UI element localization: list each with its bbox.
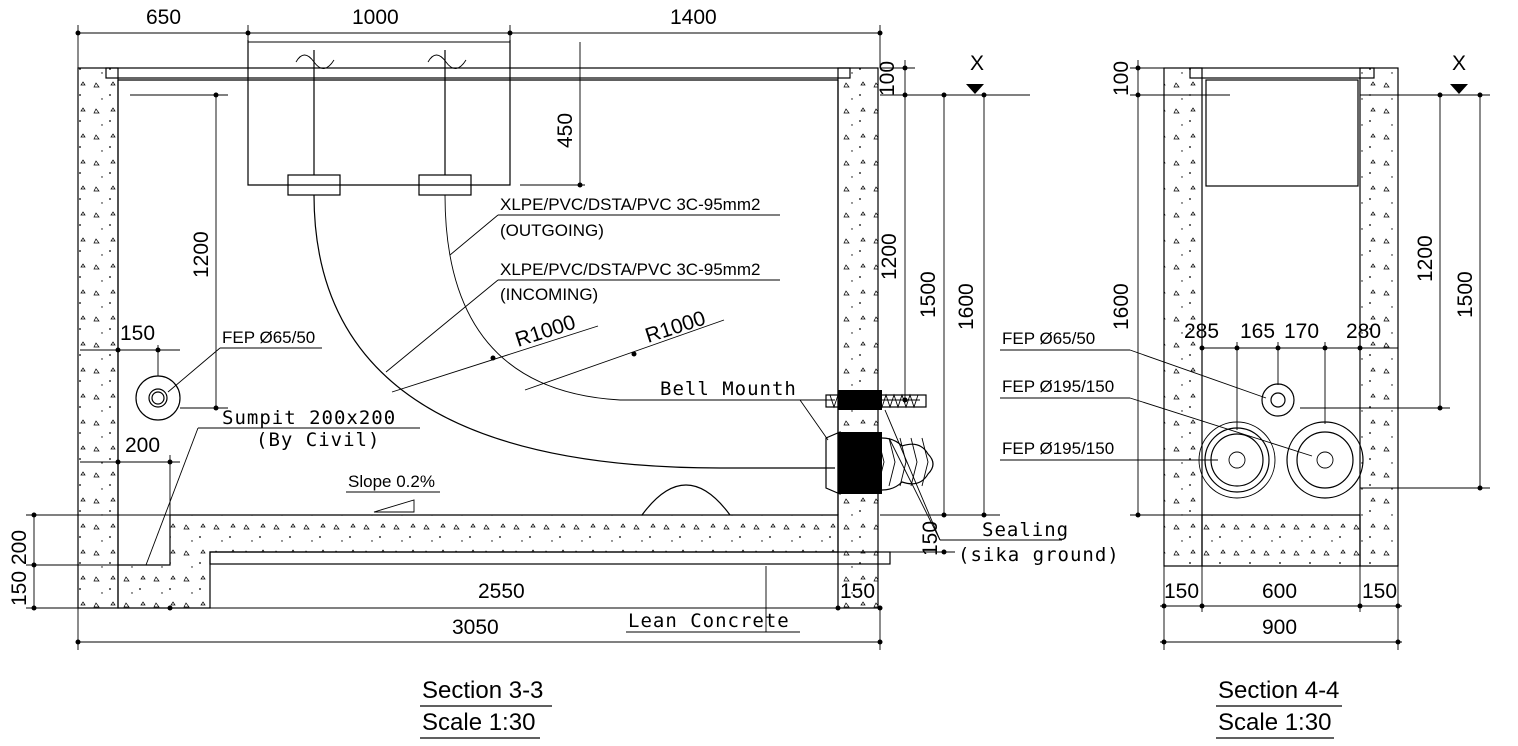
dim-170: 170: [1284, 320, 1319, 343]
fep-label-1: FEP Ø65/50: [1002, 329, 1095, 348]
dim-450: 450: [554, 113, 577, 148]
sumpit-label: Sumpit 200x200: [222, 407, 396, 429]
cable-outgoing-tag: (OUTGOING): [500, 221, 604, 240]
dim-1500-b: 1500: [1454, 271, 1477, 318]
fep-pipes-b: [1198, 383, 1364, 499]
dim-1200-b: 1200: [1414, 235, 1437, 282]
dim-1000: 1000: [352, 6, 399, 29]
drain-arch: [641, 484, 731, 516]
dim-150-left: 150: [120, 322, 155, 345]
section-3-3-scale: Scale 1:30: [422, 709, 535, 736]
bell-mouth-label: Bell Mounth: [660, 378, 797, 400]
left-wall: [77, 67, 119, 609]
dim-165: 165: [1240, 320, 1275, 343]
lean-concrete-strip: [209, 551, 891, 565]
section-4-4: 100 1600 X 1200 1500 285 165 170 280 FEP…: [1000, 52, 1490, 739]
cable-incoming-tag: (INCOMING): [500, 285, 598, 304]
cable-bracket-b: [1205, 79, 1359, 187]
section-4-4-scale: Scale 1:30: [1218, 709, 1331, 736]
dim-150-b-left: 150: [1164, 580, 1199, 603]
incoming-cable-curve: [444, 194, 835, 401]
lean-concrete-label: Lean Concrete: [628, 610, 790, 632]
dim-1600-b: 1600: [1110, 283, 1133, 330]
dim-2550: 2550: [478, 580, 525, 603]
dim-200-bottom: 200: [8, 530, 31, 565]
section-3-3: 650 1000 1400 X 100 1200 1500 1600 150: [8, 6, 1120, 739]
fep-label-3: FEP Ø195/150: [1002, 439, 1114, 458]
dim-1600-a: 1600: [955, 283, 978, 330]
fep-small-label: FEP Ø65/50: [222, 328, 315, 347]
dim-1400: 1400: [670, 6, 717, 29]
dim-650: 650: [146, 6, 181, 29]
dim-285: 285: [1184, 320, 1219, 343]
slope-label: Slope 0.2%: [348, 472, 435, 491]
dim-150-b-right: 150: [1362, 580, 1397, 603]
right-dimensions: [880, 60, 1030, 555]
top-dimensions: [75, 25, 883, 68]
dim-900: 900: [1262, 616, 1297, 639]
dim-600: 600: [1262, 580, 1297, 603]
dim-150-seal: 150: [919, 521, 942, 556]
bell-mouth-sleeves: [825, 390, 934, 495]
sealing-label: Sealing: [982, 519, 1069, 541]
dim-150-right: 150: [840, 580, 875, 603]
fep-small-pipe-left: [135, 375, 181, 421]
dim-200-left: 200: [125, 434, 160, 457]
marker-x-a: X: [970, 52, 984, 75]
dim-280: 280: [1346, 320, 1381, 343]
dim-1200-left: 1200: [190, 231, 213, 278]
sealing-note: (sika ground): [958, 544, 1120, 566]
dim-100-a: 100: [876, 61, 899, 96]
section-4-4-title: Section 4-4: [1218, 677, 1339, 704]
section-3-3-title: Section 3-3: [422, 677, 543, 704]
outgoing-cable-curve: [313, 194, 721, 469]
cover-slab: [105, 67, 851, 79]
dim-150-bottom: 150: [8, 571, 31, 606]
sumpit-note: (By Civil): [256, 429, 380, 451]
right-wall: [837, 67, 879, 609]
marker-x-b: X: [1452, 52, 1466, 75]
bottom-slab-b: [1201, 514, 1361, 567]
left-wall-b: [1163, 67, 1203, 567]
dim-1200-right: 1200: [878, 233, 901, 280]
cable-bracket: [247, 40, 511, 196]
cable-outgoing-label: XLPE/PVC/DSTA/PVC 3C-95mm2: [500, 195, 760, 214]
dim-3050: 3050: [452, 616, 499, 639]
radius-label-2: R1000: [642, 307, 708, 348]
fep-label-2: FEP Ø195/150: [1002, 377, 1114, 396]
right-wall-b: [1359, 67, 1399, 567]
cable-incoming-label: XLPE/PVC/DSTA/PVC 3C-95mm2: [500, 260, 760, 279]
dim-1500-a: 1500: [917, 271, 940, 318]
dim-100-b: 100: [1110, 61, 1133, 96]
radius-label-1: R1000: [512, 311, 578, 352]
